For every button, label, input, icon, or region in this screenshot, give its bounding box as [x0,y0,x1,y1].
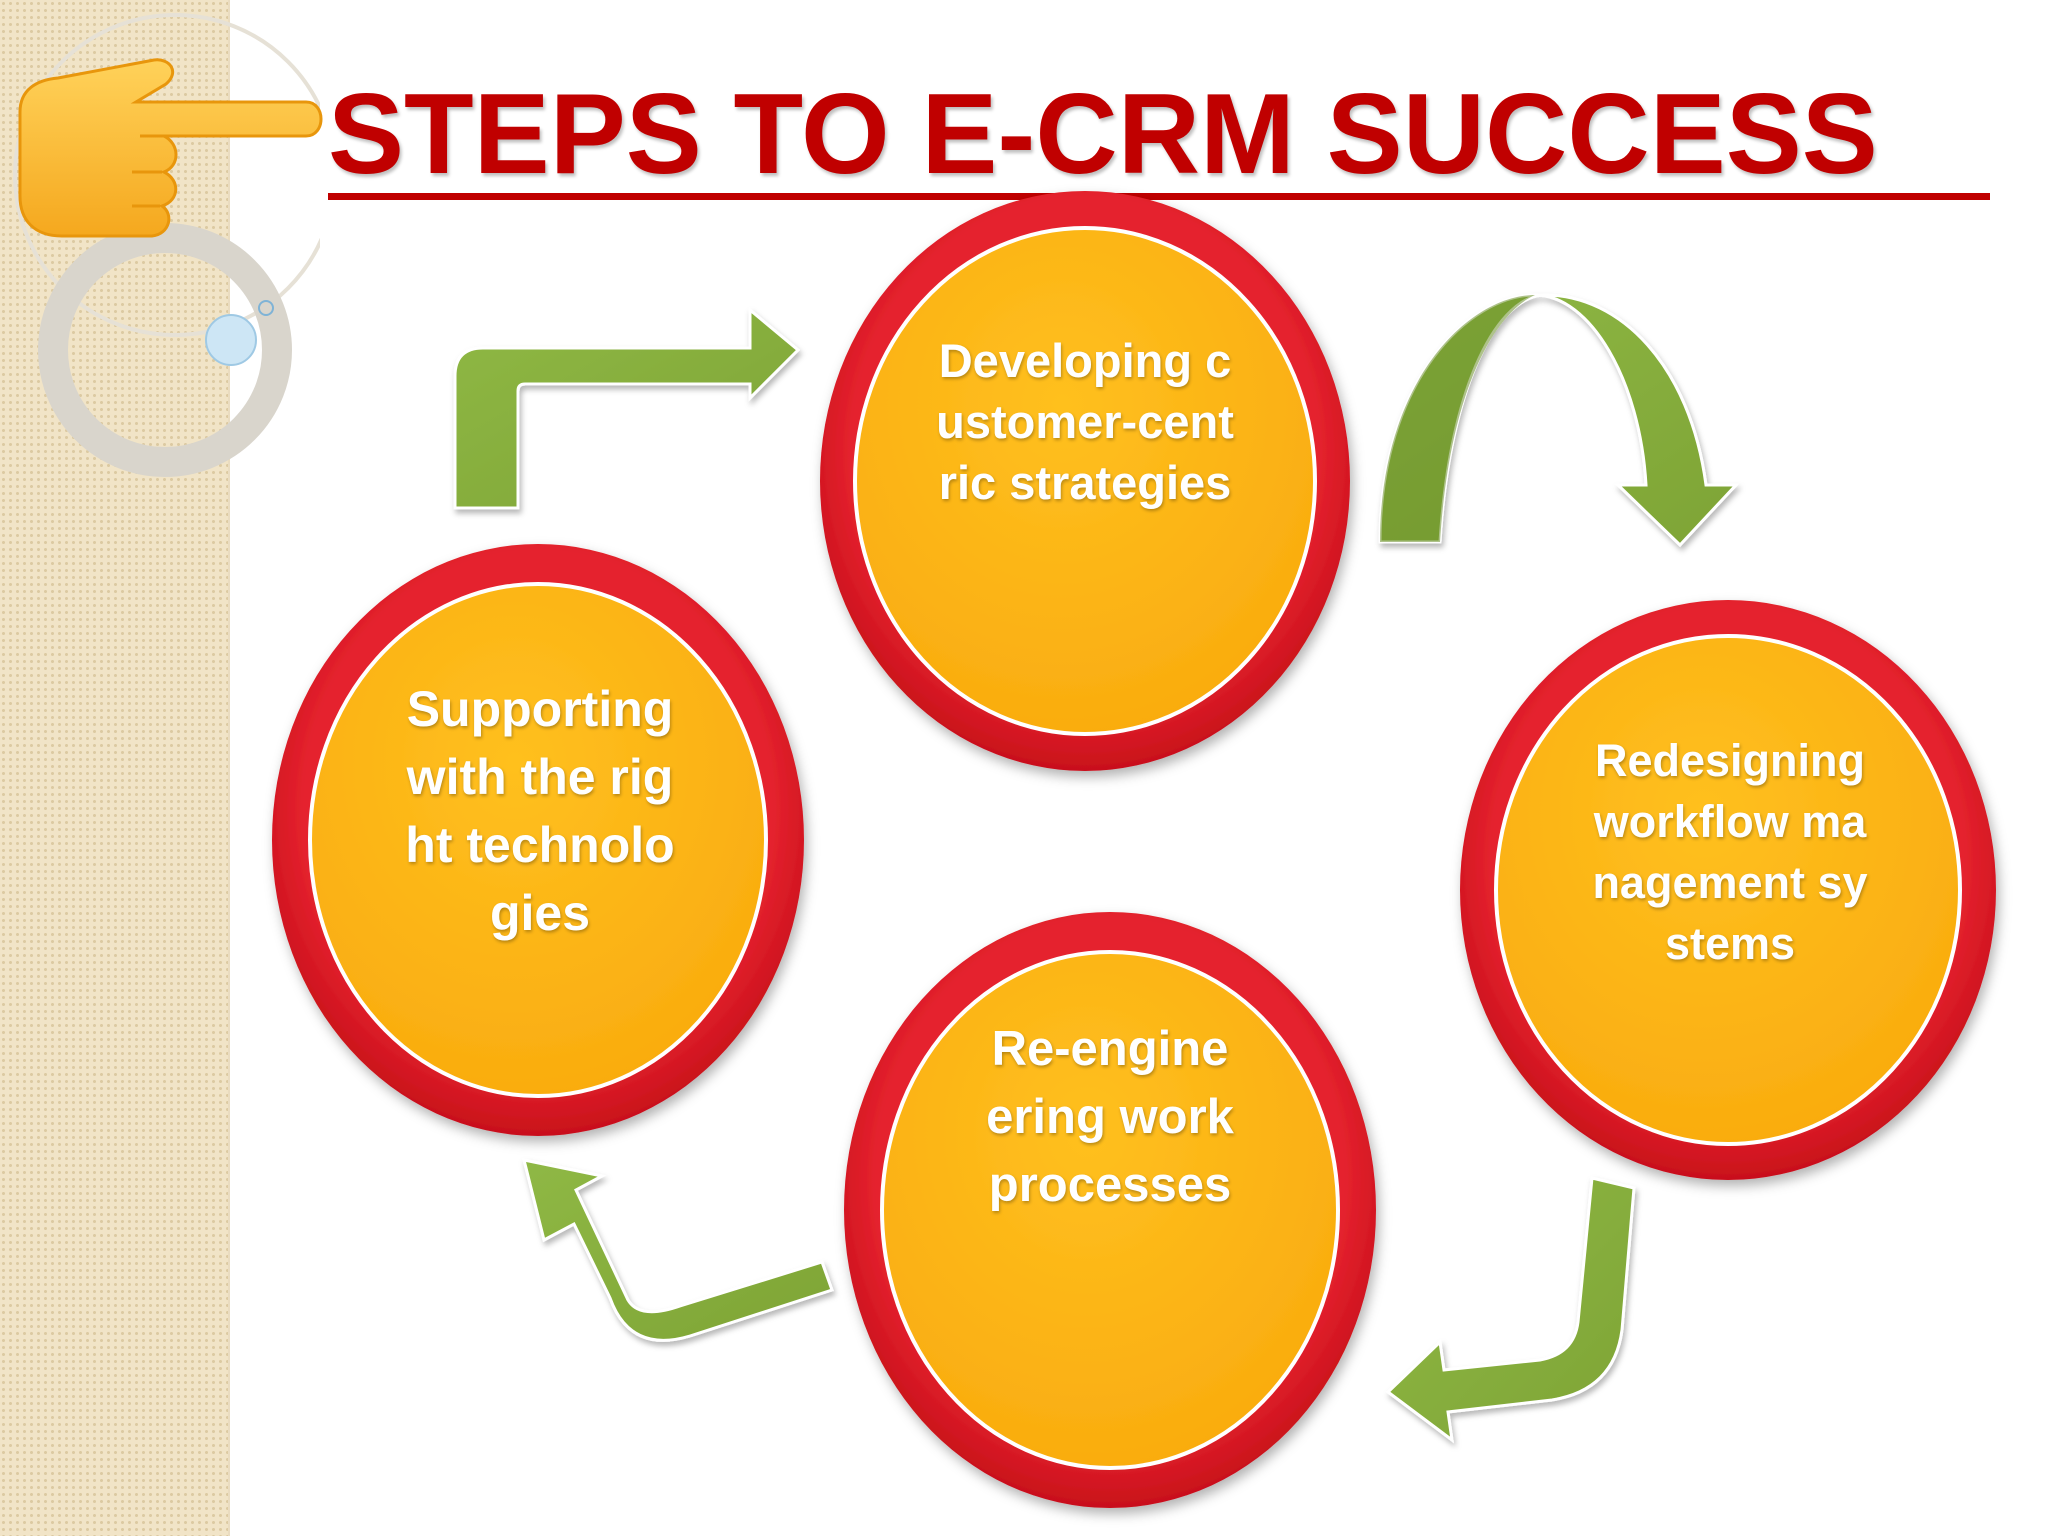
decorative-rings [13,13,320,477]
title-underline [328,193,1990,200]
step-label-left: Supporting with the right technologies [405,681,675,941]
arrow-bottom-to-left [521,1158,834,1342]
arrow-right-to-bottom [1385,1176,1636,1444]
decor-ring-thick [38,223,292,477]
step-circle-right [1460,600,1996,1180]
step-label-top: Developing customer-centric strategies [936,334,1234,509]
step-label-right: Redesigning workflow management systems [1592,735,1868,969]
arrow-left-to-top [453,306,801,510]
decor-ring-large [13,13,320,337]
decor-bubble-small [258,300,274,316]
step-circle-bottom [844,912,1376,1508]
step-label-bottom: Re-engineering work processes [986,1022,1234,1212]
step-circle-left [272,544,804,1136]
pointing-hand-icon [18,58,323,238]
slide-title: STEPS TO E-CRM SUCCESS [328,71,1878,198]
decor-bubble-large [205,314,257,366]
step-circle-top [820,191,1350,771]
